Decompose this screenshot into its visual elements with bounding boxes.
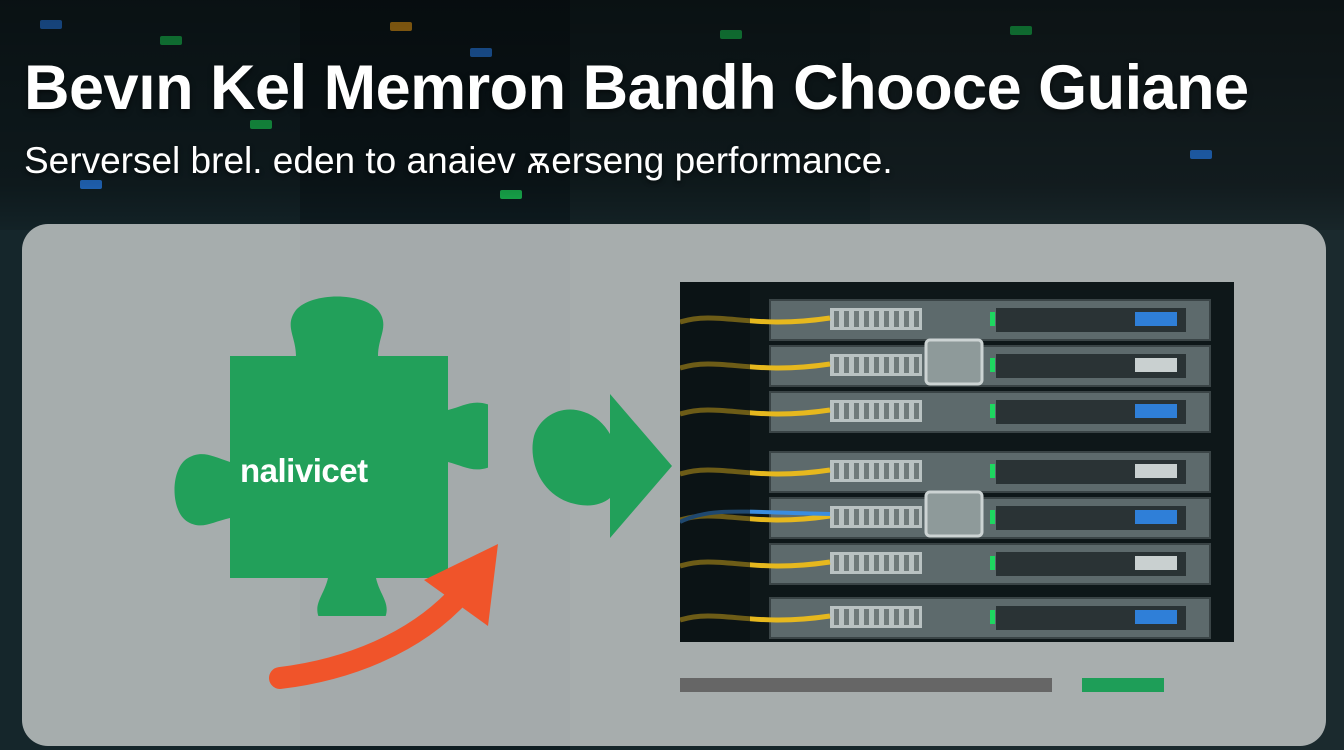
vent-slot [914,357,919,373]
vent-slot [844,509,849,525]
vent-slot [834,357,839,373]
vent-slot [874,609,879,625]
vent-slot [894,311,899,327]
vent-slot [844,463,849,479]
connector-module [924,338,984,386]
page-title: Bevın Kel Memron Bandh Chooce Guiane [24,53,1249,123]
vent-slot [914,463,919,479]
vent-slot [894,463,899,479]
vent-slot [844,311,849,327]
vent-slot [834,463,839,479]
status-led [990,312,995,326]
vent-slot [904,555,909,571]
vent-slot [904,509,909,525]
vent-slot [854,311,859,327]
vent-slot [864,609,869,625]
vent-slot [874,463,879,479]
vent-slot [864,509,869,525]
vent-slot [914,311,919,327]
vent-slot [834,311,839,327]
vent-slot [854,609,859,625]
vent-slot [904,609,909,625]
vent-slot [844,609,849,625]
vent-slot [864,357,869,373]
vent-slot [844,555,849,571]
vent-slot [834,403,839,419]
vent-slot [884,555,889,571]
vent-slot [914,609,919,625]
vent-slot [874,555,879,571]
status-led [990,556,995,570]
curved-arrow-icon [269,544,498,689]
vent-slot [884,463,889,479]
status-led [990,358,995,372]
vent-slot [884,311,889,327]
vent-slot [904,403,909,419]
header-gradient-overlay [0,0,1344,230]
vent-slot [834,609,839,625]
cable-shadow [680,282,750,642]
vent-slot [874,357,879,373]
progress-track [680,678,1052,692]
vent-slot [834,509,839,525]
white-label [1135,464,1177,478]
vent-slot [844,357,849,373]
blue-label [1135,312,1177,326]
vent-slot [864,555,869,571]
content-panel: nalivicet [22,224,1326,746]
vent-slot [894,509,899,525]
vent-slot [864,403,869,419]
vent-slot [854,555,859,571]
vent-slot [904,311,909,327]
vent-slot [864,311,869,327]
server-rack-illustration [680,282,1211,642]
vent-slot [914,509,919,525]
server-rack-image [680,282,1234,642]
vent-slot [874,311,879,327]
connector-module [924,490,984,538]
vent-slot [834,555,839,571]
vent-slot [854,509,859,525]
page-subtitle: Serversel brel. eden to anaiev ѫerseng p… [24,140,893,181]
vent-slot [884,609,889,625]
vent-slot [914,403,919,419]
vent-slot [884,509,889,525]
status-led [990,464,995,478]
vent-slot [854,463,859,479]
vent-slot [904,357,909,373]
vent-slot [914,555,919,571]
puzzle-label: nalivicet [240,452,368,489]
vent-slot [904,463,909,479]
vent-slot [854,403,859,419]
vent-slot [864,463,869,479]
arrow-right-icon [532,394,672,538]
blue-label [1135,510,1177,524]
status-led [990,610,995,624]
vent-slot [844,403,849,419]
vent-slot [894,357,899,373]
white-label [1135,358,1177,372]
vent-slot [874,403,879,419]
vent-slot [894,403,899,419]
progress-indicator [1082,678,1164,692]
vent-slot [894,555,899,571]
blue-label [1135,404,1177,418]
vent-slot [894,609,899,625]
blue-label [1135,610,1177,624]
vent-slot [884,357,889,373]
puzzle-piece-icon [174,296,488,616]
vent-slot [874,509,879,525]
white-label [1135,556,1177,570]
vent-slot [854,357,859,373]
status-led [990,510,995,524]
status-led [990,404,995,418]
vent-slot [884,403,889,419]
